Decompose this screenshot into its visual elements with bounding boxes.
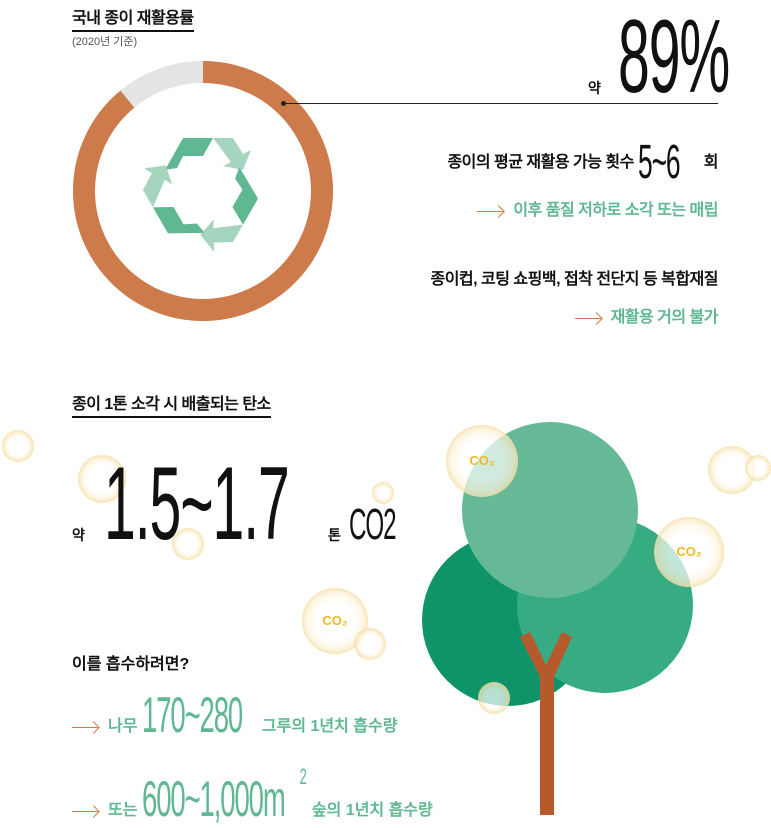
bubble [745,455,771,481]
recycling-subtitle: (2020년 기준) [72,36,138,48]
option1-number: 170~280 [141,687,243,743]
leader-line [283,103,718,104]
fact2-note-row: 재활용 거의 불가 [574,303,719,327]
carbon-unit: 톤 [328,527,341,543]
fact2-note: 재활용 거의 불가 [610,309,719,326]
option2-number: 600~1,000m [141,771,286,827]
co2-bubble: CO₂ [446,425,518,497]
fact1-number: 5~6 [637,136,681,189]
rate-prefix: 약 [588,80,601,96]
option2-sup: 2 [299,764,307,789]
bubble [354,628,386,660]
donut-recycled-arc [73,61,333,321]
recycling-donut-chart [73,61,333,321]
bubble [172,528,204,560]
option2-post: 숲의 1년치 흡수량 [311,802,433,819]
carbon-number: 1.5~1.7 [104,446,290,562]
option-trees: 나무 170~280 그루의 1년치 흡수량 [72,686,398,740]
arrow-icon [72,722,98,732]
fact1-text: 종이의 평균 재활용 가능 횟수 [447,154,634,171]
leader-dot [281,101,286,106]
carbon-prefix: 약 [72,527,85,543]
fact1-unit: 회 [703,154,719,171]
co2-bubble: CO₂ [654,517,724,587]
arrow-icon [72,806,98,816]
absorb-question: 이를 흡수하려면? [72,656,190,673]
fact1: 종이의 평균 재활용 가능 횟수 5~6 회 [447,138,718,188]
arrow-icon [477,206,504,216]
recycling-title: 국내 종이 재활용률 [72,4,194,32]
co2-label: CO₂ [469,453,495,468]
bubble [478,682,510,714]
arrow-icon [574,313,601,323]
bubble [2,430,34,462]
carbon-title: 종이 1톤 소각 시 배출되는 탄소 [72,390,271,418]
recycling-rate: 89% [618,0,730,115]
bubble [78,455,126,503]
fact1-note: 이후 품질 저하로 소각 또는 매립 [513,202,718,219]
recycle-icon [133,138,268,258]
option1-post: 그루의 1년치 흡수량 [261,718,398,735]
fact1-note-row: 이후 품질 저하로 소각 또는 매립 [477,196,718,220]
option1-pre: 나무 [108,718,138,735]
fact2-text: 종이컵, 코팅 쇼핑백, 접착 전단지 등 복합재질 [430,271,718,288]
co2-label: CO₂ [322,613,348,628]
bubble [372,482,394,504]
co2-label: CO₂ [676,544,702,559]
option2-pre: 또는 [108,802,138,819]
co2-bubble: CO₂ [302,588,368,654]
carbon-gas: CO2 [349,500,397,549]
